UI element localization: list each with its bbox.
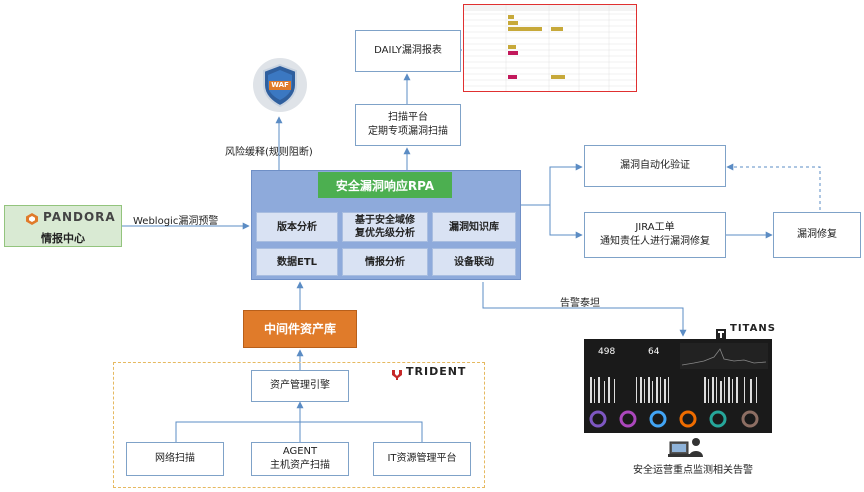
network-scan-box: 网络扫描	[126, 442, 224, 476]
middleware-asset-db: 中间件资产库	[243, 310, 357, 348]
dashboard-number-2: 64	[648, 347, 660, 357]
jira-ticket-box: JIRA工单 通知责任人进行漏洞修复	[584, 212, 726, 258]
trident-logo-icon	[391, 366, 403, 380]
rpa-title: 安全漏洞响应RPA	[318, 172, 452, 198]
titans-alert-label: 告警泰坦	[560, 298, 600, 309]
dashboard-number-1: 498	[598, 347, 616, 357]
weblogic-alert-label: Weblogic漏洞预警	[133, 216, 219, 227]
trident-logo-text: TRIDENT	[406, 365, 467, 378]
pandora-logo-icon	[25, 211, 39, 225]
pandora-logo-text: PANDORA	[43, 210, 116, 224]
repair-box: 漏洞修复	[773, 212, 861, 258]
module-device-linkage: 设备联动	[432, 248, 516, 276]
scan-platform-box: 扫描平台 定期专项漏洞扫描	[355, 104, 461, 146]
pandora-label: 情报中心	[41, 232, 85, 245]
module-intel-analysis: 情报分析	[342, 248, 428, 276]
it-platform-box: IT资源管理平台	[373, 442, 471, 476]
titans-dashboard-screenshot: 498 64	[584, 339, 772, 433]
module-version-analysis: 版本分析	[256, 212, 338, 242]
agent-scan-box: AGENT 主机资产扫描	[251, 442, 349, 476]
asset-engine-box: 资产管理引擎	[251, 370, 349, 402]
waf-caption: 风险缓释(规则阻断)	[225, 147, 313, 158]
module-priority-analysis: 基于安全域修 复优先级分析	[342, 212, 428, 242]
module-knowledge-base: 漏洞知识库	[432, 212, 516, 242]
daily-report-table-thumbnail	[463, 4, 637, 92]
analyst-person-icon	[668, 436, 704, 458]
dashboard-caption: 安全运营重点监测相关告警	[633, 465, 753, 476]
daily-report-box: DAILY漏洞报表	[355, 30, 461, 72]
auto-verify-box: 漏洞自动化验证	[584, 145, 726, 187]
trident-region	[113, 362, 485, 488]
waf-shield-icon: WAF	[250, 57, 310, 113]
titans-logo-text: TITANS	[730, 323, 776, 334]
titans-logo-icon	[716, 324, 726, 339]
waf-logo-text: WAF	[271, 81, 289, 89]
module-data-etl: 数据ETL	[256, 248, 338, 276]
pandora-intel-center: PANDORA 情报中心	[4, 205, 122, 247]
